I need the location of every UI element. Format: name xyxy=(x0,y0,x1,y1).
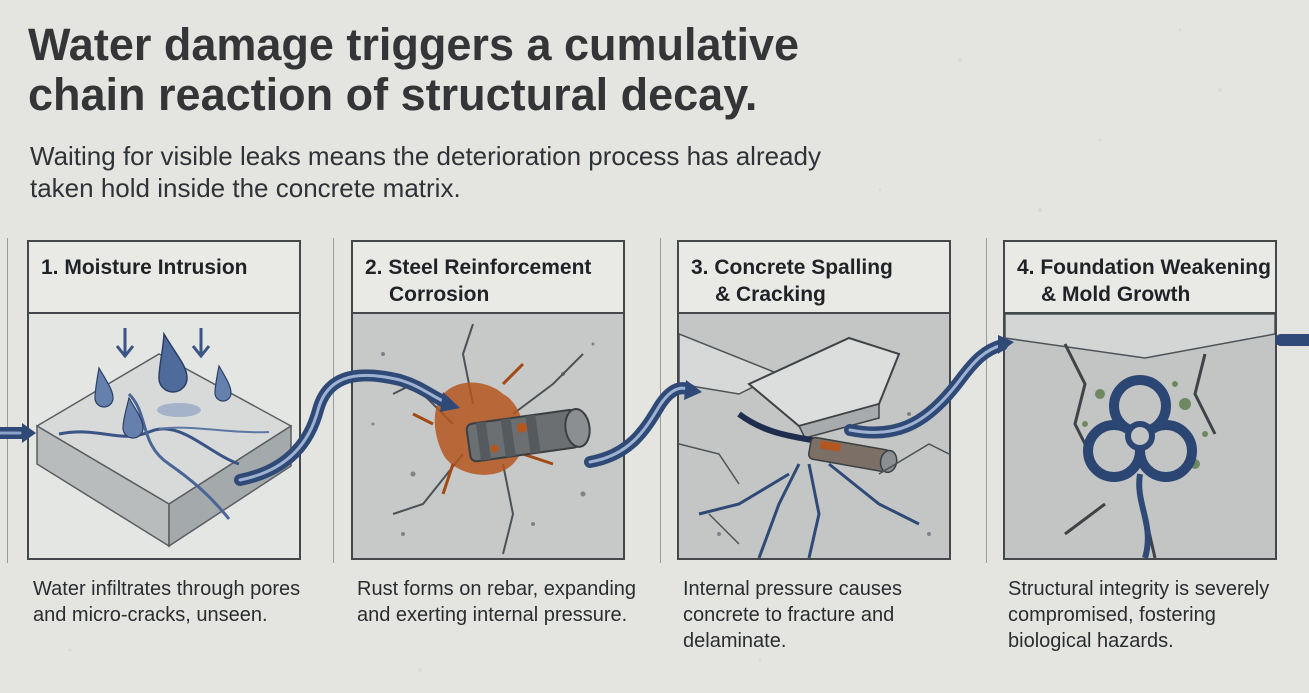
stage-illustration xyxy=(1003,312,1277,560)
stage-title-line2: & Cracking xyxy=(715,283,826,306)
page-subtitle: Waiting for visible leaks means the dete… xyxy=(30,141,821,203)
water-drop-icon xyxy=(29,314,299,558)
stage-title: 2. Steel Reinforcement Corrosion xyxy=(351,240,625,312)
stage-title-line1: 1. Moisture Intrusion xyxy=(41,256,248,279)
stage-title-line1: 3. Concrete Spalling xyxy=(691,256,893,279)
stage-title-line1: 4. Foundation Weakening xyxy=(1017,256,1271,279)
divider-line xyxy=(333,238,334,563)
page-title: Water damage triggers a cumulative chain… xyxy=(28,19,800,120)
stage-description: Rust forms on rebar, expanding and exert… xyxy=(357,578,637,626)
stage-title: 3. Concrete Spalling & Cracking xyxy=(677,240,951,312)
stage-title: 1. Moisture Intrusion xyxy=(27,240,301,312)
stage-illustration xyxy=(27,312,301,560)
stage-panel-concrete-spalling: 3. Concrete Spalling & Cracking xyxy=(677,240,951,560)
stage-title-line1: 2. Steel Reinforcement xyxy=(365,256,592,279)
cracked-concrete-icon xyxy=(679,314,949,558)
stage-title-line2: Corrosion xyxy=(389,283,490,306)
stage-description: Structural integrity is severely comprom… xyxy=(1008,578,1270,652)
divider-line xyxy=(660,238,661,563)
divider-line xyxy=(986,238,987,563)
stage-illustration xyxy=(677,312,951,560)
stage-description: Internal pressure causes concrete to fra… xyxy=(683,578,903,652)
stage-panel-moisture-intrusion: 1. Moisture Intrusion xyxy=(27,240,301,560)
stage-illustration xyxy=(351,312,625,560)
divider-line xyxy=(7,238,8,563)
stage-description: Water infiltrates through pores and micr… xyxy=(33,578,301,626)
rusted-rebar-icon xyxy=(353,314,623,558)
stage-panel-rebar-corrosion: 2. Steel Reinforcement Corrosion xyxy=(351,240,625,560)
stage-panel-foundation-weakening: 4. Foundation Weakening & Mold Growth xyxy=(1003,240,1277,560)
stage-title-line2: & Mold Growth xyxy=(1041,283,1191,306)
stage-title: 4. Foundation Weakening & Mold Growth xyxy=(1003,240,1277,312)
biohazard-icon xyxy=(1005,314,1275,558)
